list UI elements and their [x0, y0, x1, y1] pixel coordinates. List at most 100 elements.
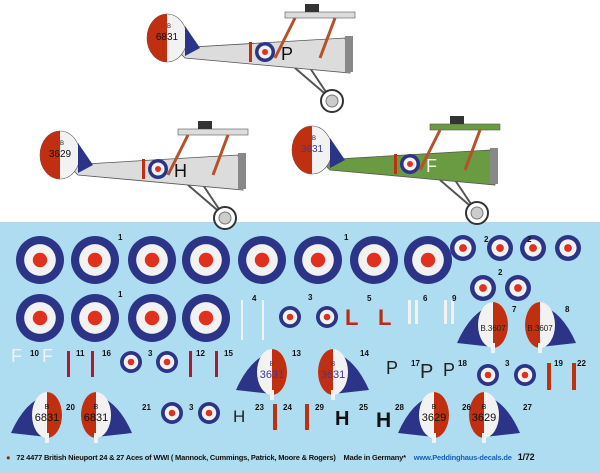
- roundel-decal: [316, 306, 338, 328]
- rudder-serial: 3629: [472, 412, 496, 424]
- fuselage-stripe: [249, 42, 252, 62]
- roundel-decal: [128, 236, 176, 284]
- roundel-decal: [16, 236, 64, 284]
- roundel-red-center: [168, 409, 176, 417]
- roundel-red-center: [286, 313, 294, 321]
- white-stripe-decal: [408, 300, 411, 324]
- red-stripe-decal: [91, 351, 94, 377]
- rudder-decal-7: B.3607: [457, 302, 508, 353]
- upper-wing: [177, 128, 249, 136]
- decal-number-label: 24: [283, 403, 292, 412]
- profile-area: [0, 0, 600, 222]
- rudder-decal-8: B.3607: [525, 302, 576, 353]
- rudder-post: [270, 390, 274, 400]
- wing-strut: [166, 134, 190, 176]
- wheel-hub: [218, 211, 232, 225]
- rudder-tricolor: [257, 349, 287, 395]
- roundel-red-center: [521, 371, 529, 379]
- rudder-post: [538, 343, 542, 353]
- red-stripe-decal: [67, 351, 70, 377]
- decal-number-label: 18: [458, 359, 467, 368]
- roundel-decal: [128, 294, 176, 342]
- white-stripe-decal: [451, 300, 454, 324]
- wing-strut: [273, 17, 297, 59]
- letter-h-decal: H: [233, 407, 245, 426]
- decal-number-label: 5: [367, 294, 372, 303]
- letter-h-decal: H: [376, 409, 391, 432]
- decal-number-label: 2: [484, 235, 489, 244]
- red-stripe-decal: [572, 363, 576, 390]
- roundel-decal: [294, 236, 342, 284]
- decal-number-label: 25: [359, 403, 368, 412]
- roundel-red-center: [323, 313, 331, 321]
- wheel-hub: [470, 206, 484, 220]
- peddinghaus-logo-icon: ●: [6, 453, 11, 462]
- roundel-red-center: [155, 166, 161, 172]
- roundel-decal: [514, 364, 536, 386]
- roundel-red-center: [87, 252, 103, 268]
- machine-gun: [305, 4, 319, 12]
- roundel-red-center: [420, 252, 436, 268]
- rudder-red-half: [493, 302, 508, 348]
- wing-strut: [418, 129, 442, 171]
- decal-number-label: 8: [565, 305, 570, 314]
- roundel-red-center: [205, 409, 213, 417]
- fuselage-roundel: [255, 42, 275, 62]
- roundel-red-center: [366, 252, 382, 268]
- decal-number-label: 10: [30, 349, 39, 358]
- decal-number-label: 1: [344, 233, 349, 242]
- red-stripe-decal: [189, 351, 192, 377]
- roundel-decal: [156, 351, 178, 373]
- roundel-red-center: [144, 252, 160, 268]
- aircraft-code-letter: F: [426, 156, 437, 176]
- scale: 1/72: [517, 452, 535, 462]
- roundel-red-center: [144, 310, 160, 326]
- roundel-red-center: [87, 310, 103, 326]
- rudder-serial: B.3607: [480, 324, 506, 333]
- letter-h-decal: H: [335, 408, 349, 430]
- fuselage-roundel: [400, 154, 420, 174]
- decal-number-label: 22: [577, 359, 586, 368]
- aircraft-code-letter: P: [281, 44, 293, 64]
- roundel-decal: [198, 402, 220, 424]
- rudder-post: [331, 390, 335, 400]
- cowling: [238, 153, 246, 189]
- rudder-serial: 6831: [35, 412, 59, 424]
- roundel-red-center: [310, 252, 326, 268]
- rudder-post: [432, 433, 436, 443]
- aircraft-code-letter: H: [174, 161, 187, 181]
- product-title: 72 4477 British Nieuport 24 & 27 Aces of…: [16, 453, 336, 462]
- rudder-b-prefix: B: [331, 361, 336, 368]
- wing-strut: [463, 129, 482, 171]
- rudder-post: [45, 433, 49, 443]
- white-stripe-decal: [241, 300, 243, 340]
- aircraft-rudder-blue: [185, 26, 200, 56]
- aircraft-rudder-red: [147, 14, 167, 62]
- fuselage-roundel: [148, 159, 168, 179]
- decal-number-label: 9: [452, 294, 457, 303]
- wing-strut: [318, 17, 337, 59]
- roundel-decal: [16, 294, 64, 342]
- letter-p-decal: P: [386, 358, 398, 378]
- website-link[interactable]: www.Peddinghaus-decals.de: [413, 453, 512, 462]
- decal-number-label: 3: [505, 359, 510, 368]
- decal-number-label: 19: [554, 359, 563, 368]
- decal-number-label: 3: [189, 403, 194, 412]
- aircraft-serial: 3631: [301, 144, 324, 155]
- rudder-tricolor: [478, 302, 508, 348]
- decal-number-label: 2: [527, 235, 532, 244]
- decal-number-label: 1: [118, 290, 123, 299]
- roundel-red-center: [529, 244, 537, 252]
- decal-number-label: 27: [523, 403, 532, 412]
- decal-number-label: 12: [196, 349, 205, 358]
- rudder-red-half: [469, 392, 484, 438]
- roundel-decal: [182, 294, 230, 342]
- decal-number-label: 3: [308, 293, 313, 302]
- roundel-decal: [450, 235, 476, 261]
- rudder-tricolor: [469, 392, 499, 438]
